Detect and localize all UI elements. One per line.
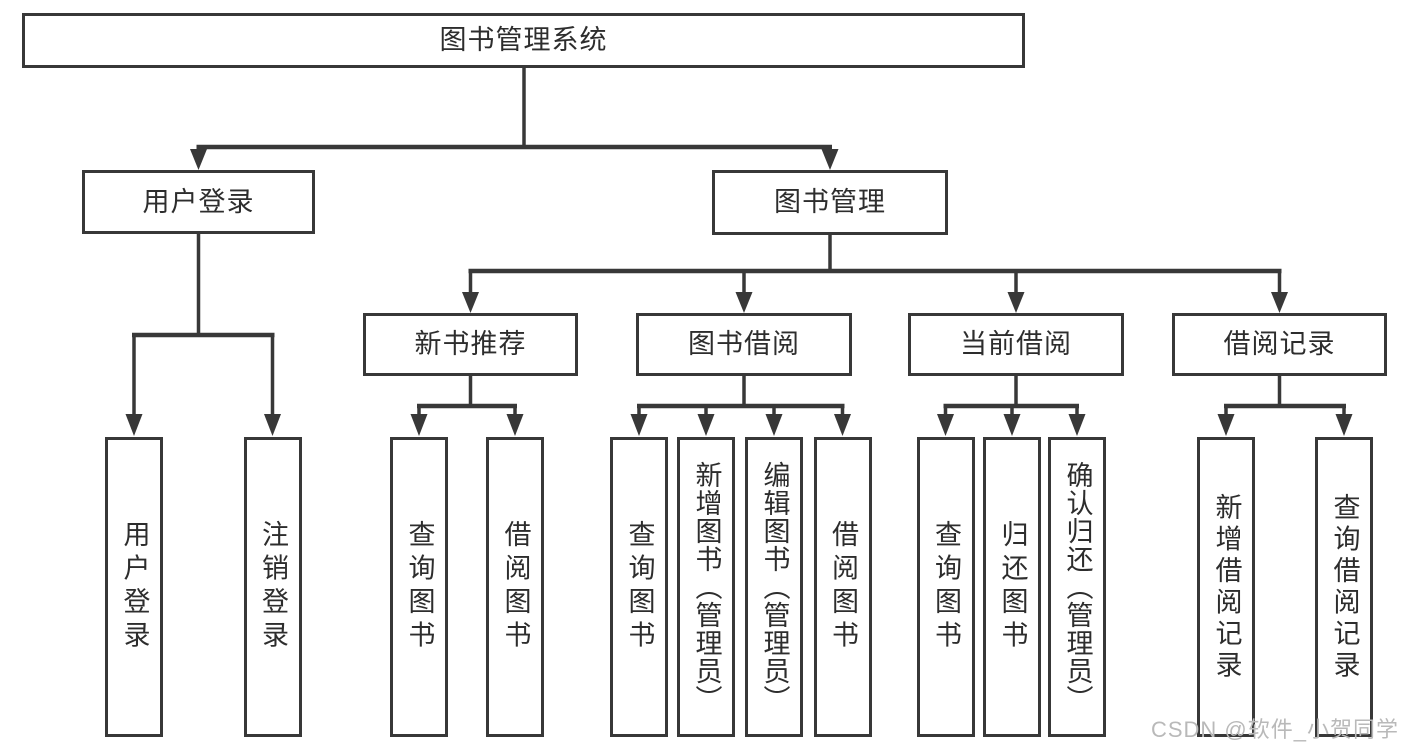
leaf-user-login: 用户登录 [105,437,163,737]
leaf-borrow-books-borrow-label: 借阅图书 [828,520,858,654]
connector-bookborrow-stems [637,376,845,424]
leaf-user-login-label: 用户登录 [119,520,150,654]
node-current-borrow: 当前借阅 [908,313,1124,376]
node-current-borrow-label: 当前借阅 [960,329,1072,359]
connector-userlogin-stems [132,234,275,424]
leaf-add-book-admin-label: 新增图书（管理员） [691,461,722,713]
leaf-add-borrow-record-label: 新增借阅记录 [1211,492,1242,682]
connector-newbook-stems [417,376,517,424]
leaf-query-books-borrow: 查询图书 [610,437,668,737]
node-borrow-records-label: 借阅记录 [1223,329,1336,359]
leaf-borrow-books-borrow: 借阅图书 [813,437,872,737]
leaf-query-borrow-record: 查询借阅记录 [1315,437,1373,737]
leaf-query-books-borrow-label: 查询图书 [624,520,655,654]
node-library-management-system-label: 图书管理系统 [439,25,608,55]
leaf-return-book: 归还图书 [983,437,1041,737]
connector-bookmgmt-stems [468,235,1282,300]
node-book-management-label: 图书管理 [774,187,886,217]
connector-borrowrecords-stems [1224,376,1346,424]
node-book-management: 图书管理 [712,170,948,235]
node-book-borrow: 图书借阅 [636,313,852,376]
watermark: CSDN @软件_小贺同学 [1150,717,1399,742]
leaf-query-books-current: 查询图书 [916,437,975,737]
leaf-borrow-books-recommend: 借阅图书 [486,437,544,737]
arrowheads [125,149,1353,436]
node-user-login: 用户登录 [82,170,315,234]
leaf-query-books-recommend-label: 查询图书 [404,520,435,654]
leaf-query-borrow-record-label: 查询借阅记录 [1329,492,1360,682]
leaf-query-books-recommend: 查询图书 [390,437,448,737]
leaf-edit-book-admin: 编辑图书（管理员） [745,437,803,737]
leaf-add-book-admin: 新增图书（管理员） [677,437,735,737]
leaf-add-borrow-record: 新增借阅记录 [1197,437,1255,737]
leaf-return-book-label: 归还图书 [997,520,1028,654]
node-user-login-label: 用户登录 [142,186,255,217]
node-borrow-records: 借阅记录 [1172,313,1387,376]
node-book-borrow-label: 图书借阅 [688,329,800,359]
leaf-confirm-return-admin-label: 确认归还（管理员） [1062,461,1093,713]
node-new-book-recommend-label: 新书推荐 [414,329,527,359]
leaf-borrow-books-recommend-label: 借阅图书 [500,520,531,654]
leaf-logout: 注销登录 [243,437,302,737]
leaf-query-books-current-label: 查询图书 [931,520,961,654]
node-new-book-recommend: 新书推荐 [363,313,578,376]
node-library-management-system: 图书管理系统 [22,13,1025,68]
leaf-logout-label: 注销登录 [258,520,288,654]
leaf-confirm-return-admin: 确认归还（管理员） [1048,437,1106,737]
leaf-edit-book-admin-label: 编辑图书（管理员） [759,461,790,713]
